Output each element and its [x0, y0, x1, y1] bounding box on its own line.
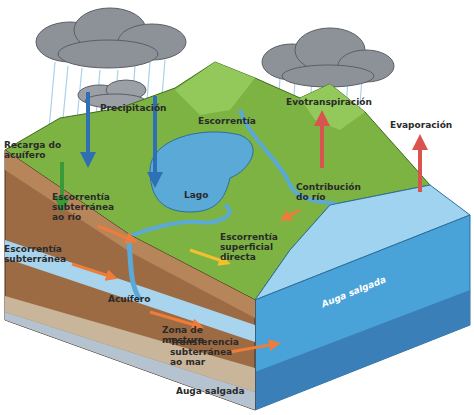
flow-arrow [285, 210, 300, 218]
text-label: Escorrentía subterránea ao río [52, 192, 124, 222]
text-label: Escorrentía [198, 116, 263, 126]
flow-arrow [98, 226, 132, 240]
cloud-part [282, 65, 374, 87]
precipitation-arrow [86, 92, 90, 160]
cloud-part [58, 40, 158, 68]
hill-highlight [175, 62, 365, 130]
flow-arrow [150, 312, 198, 326]
text-label: Precipitación [100, 103, 175, 113]
text-label: Evotranspiración [286, 97, 381, 107]
text-label: Escorrentía subterránea [4, 244, 76, 264]
sea-face [255, 215, 470, 410]
text-label: Evaporación [390, 120, 470, 130]
river-section [128, 236, 140, 300]
evaporation-arrow [418, 142, 422, 192]
cloud [262, 28, 394, 87]
text-label: Transferencia subterránea ao mar [170, 337, 245, 367]
surface-flow-arrow [190, 250, 225, 262]
river [130, 205, 230, 236]
text-label: Escorrentía superficial directa [220, 232, 292, 262]
evapotranspiration-arrow [320, 118, 324, 168]
mixing-zone-layer [5, 296, 255, 392]
salt-water-layer [255, 290, 470, 410]
river [240, 110, 350, 208]
flow-arrow [72, 264, 112, 277]
text-label: Acuífero [108, 294, 163, 304]
soil-section [5, 150, 255, 410]
text-label: Contribución do río [296, 182, 364, 202]
text-label: Lago [184, 190, 219, 200]
lake [150, 132, 253, 212]
text-label: Auga salgada [176, 386, 261, 396]
cloud [36, 8, 186, 68]
text-label: Recarga do acuífero [4, 140, 62, 160]
